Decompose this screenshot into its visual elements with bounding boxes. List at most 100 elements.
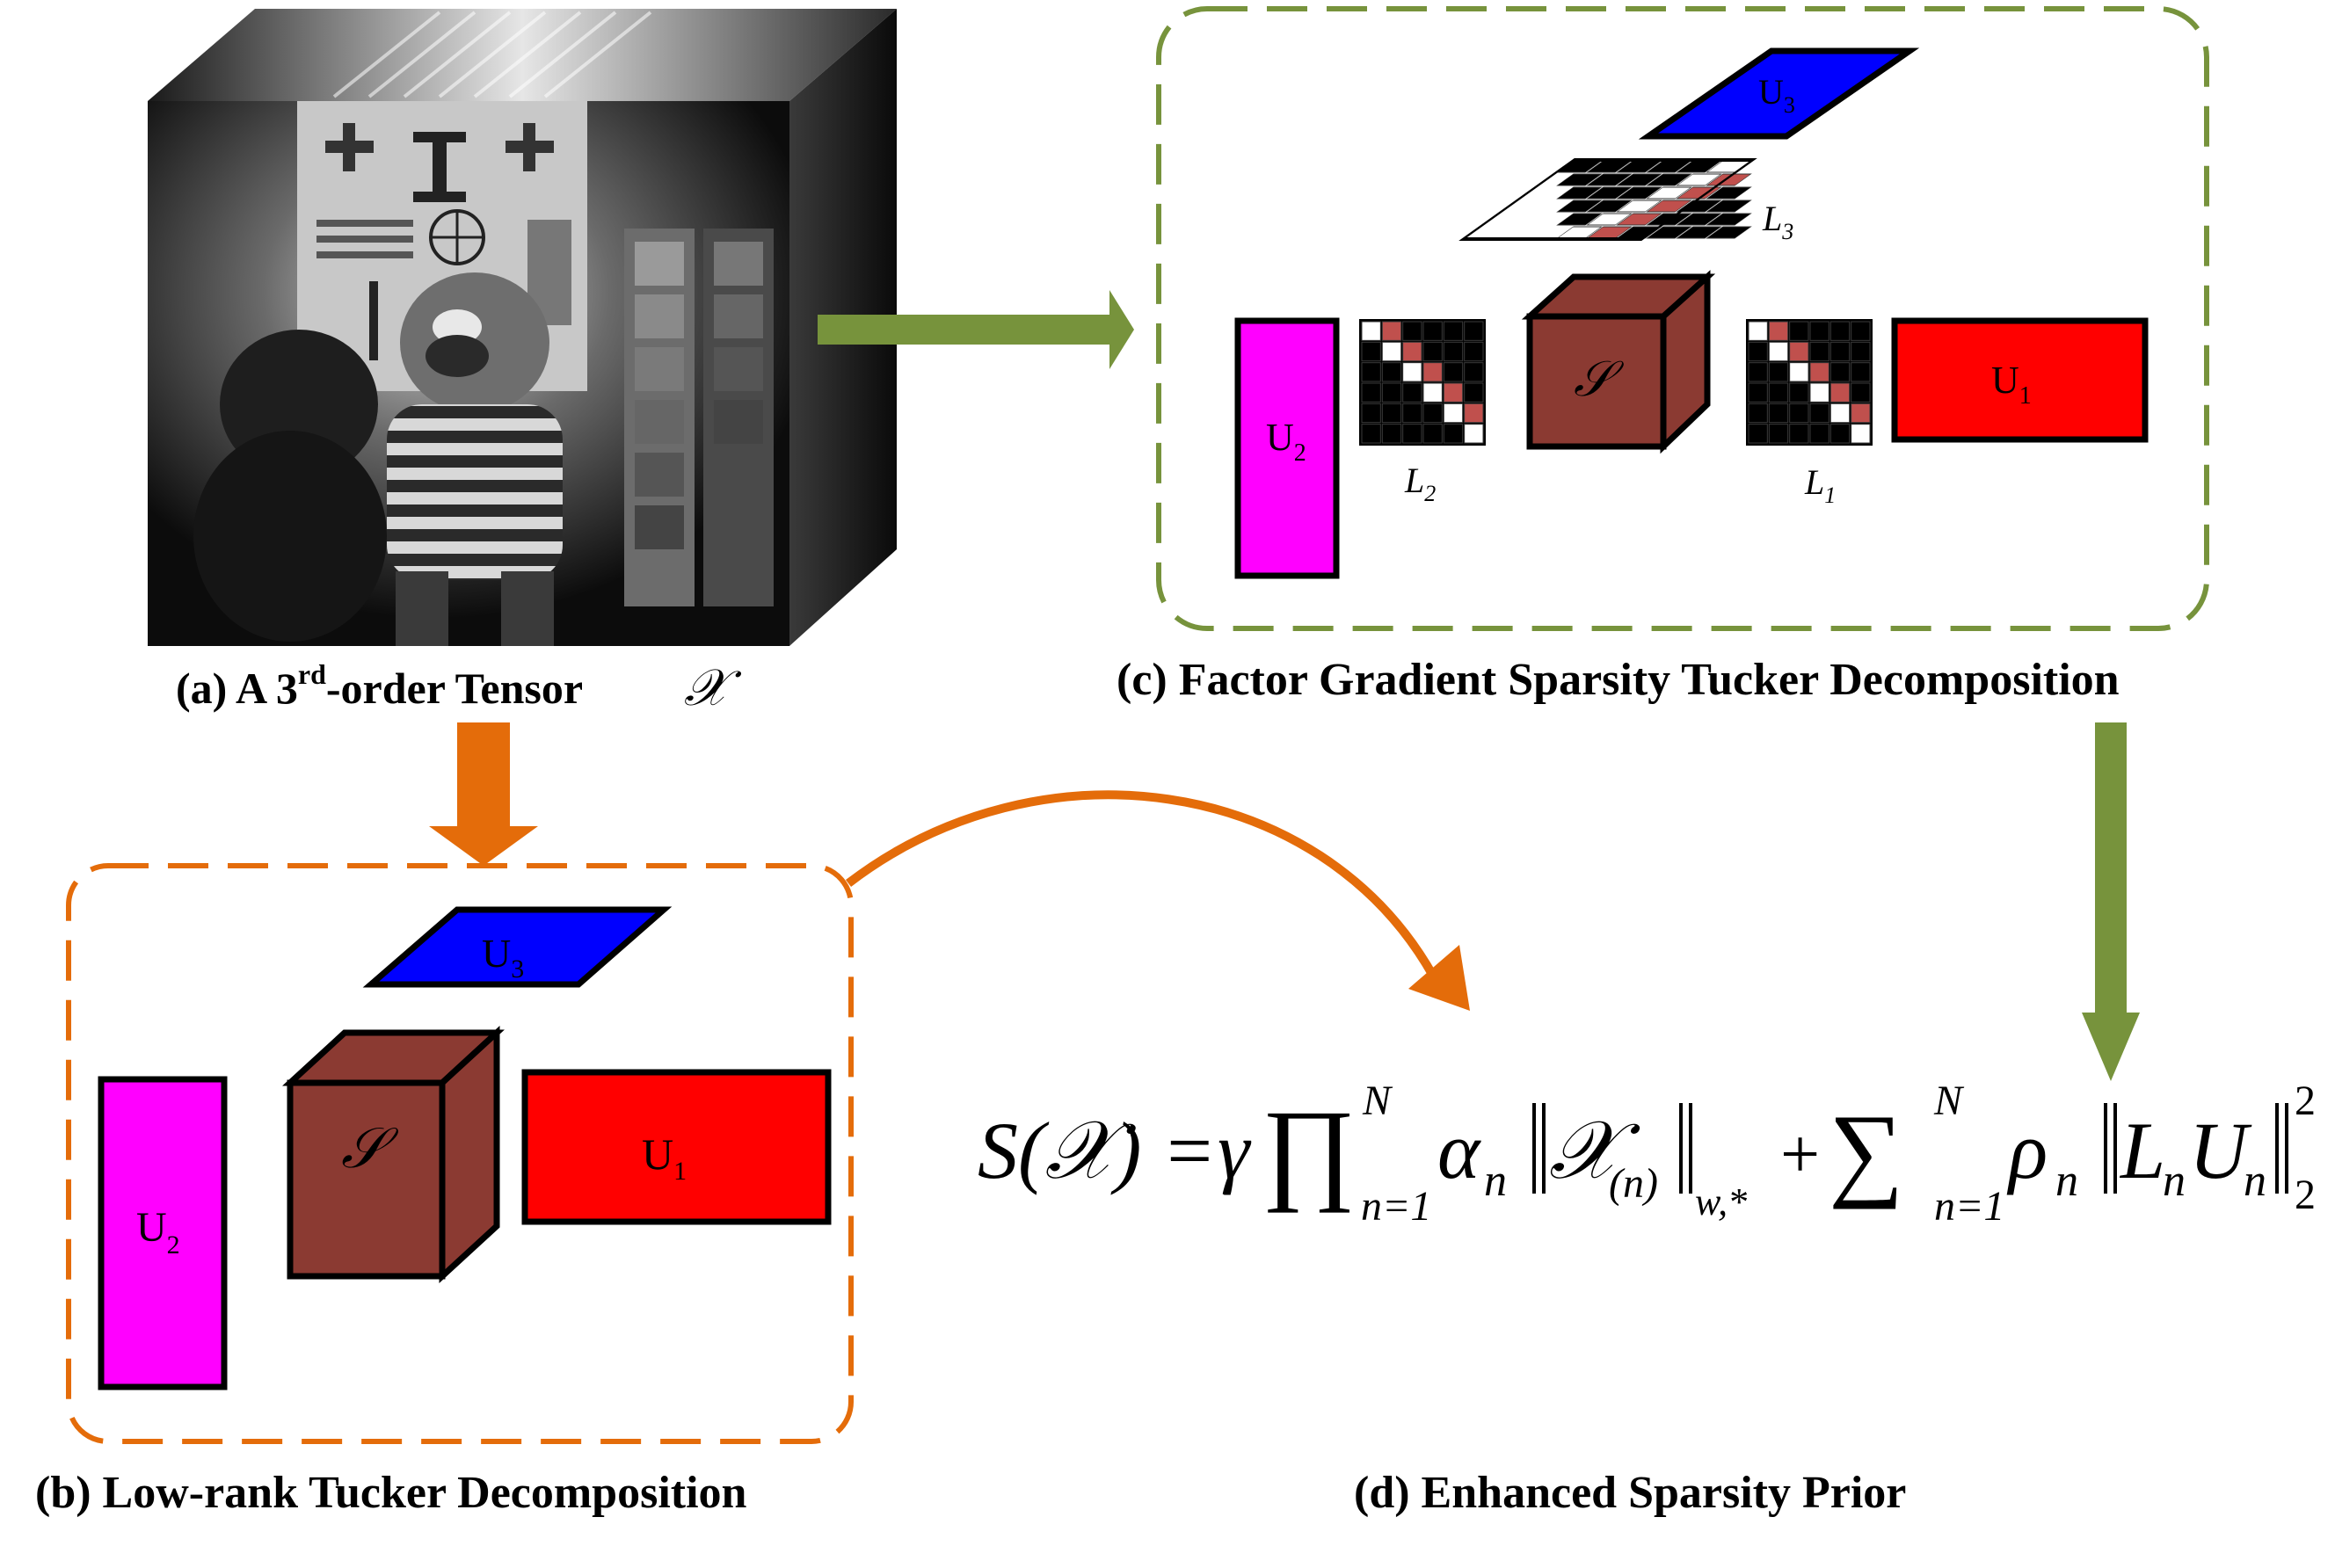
- l3-matrix-cell: [1616, 213, 1662, 226]
- formula-prod-upper: N: [1362, 1078, 1393, 1124]
- l3-matrix-cell: [1556, 213, 1603, 226]
- l1-matrix-cell: [1768, 424, 1789, 444]
- l1-matrix-cell: [1789, 341, 1809, 362]
- l2-matrix-cell: [1361, 341, 1381, 362]
- formula-gamma: γ: [1218, 1106, 1252, 1195]
- l2-matrix-cell: [1422, 321, 1443, 341]
- l3-matrix-cell: [1676, 200, 1722, 213]
- formula-unfold-sub: (n): [1609, 1160, 1658, 1207]
- l1-matrix-cell: [1829, 382, 1851, 403]
- l1-matrix-cell: [1789, 362, 1809, 382]
- l1-matrix-background: [1746, 319, 1873, 446]
- l1-matrix-cell: [1748, 424, 1768, 444]
- l2-matrix-cell: [1402, 362, 1422, 382]
- b-factor-u1-label: U1: [642, 1129, 687, 1186]
- l3-matrix-cell: [1706, 200, 1752, 213]
- caption-c: (c) Factor Gradient Sparsity Tucker Deco…: [1117, 655, 2120, 705]
- l3-matrix-cell: [1556, 186, 1603, 200]
- l3-matrix-cell: [1616, 173, 1662, 186]
- formula-alpha: α: [1437, 1106, 1481, 1195]
- c-gradient-l2-label: L2: [1404, 461, 1436, 506]
- formula-norm-sub: w,*: [1695, 1180, 1747, 1223]
- l3-matrix-cell: [1676, 173, 1722, 186]
- arrow-down-green: [2082, 722, 2140, 1081]
- l3-matrix-cell: [1586, 173, 1633, 186]
- l3-matrix-cell: [1556, 173, 1603, 186]
- tensor-cube: [148, 9, 897, 646]
- l1-matrix-cell: [1748, 341, 1768, 362]
- l2-matrix-cell: [1464, 321, 1484, 341]
- l2-matrix-cell: [1443, 341, 1464, 362]
- l2-matrix-cell: [1402, 424, 1422, 444]
- l1-matrix-cell: [1789, 424, 1809, 444]
- l3-matrix-cell: [1586, 186, 1633, 200]
- l1-matrix-cell: [1851, 382, 1871, 403]
- l3-matrix-cell: [1646, 200, 1692, 213]
- l2-matrix-cell: [1464, 382, 1484, 403]
- l1-matrix-cell: [1809, 341, 1829, 362]
- l2-matrix-cell: [1361, 424, 1381, 444]
- l1-matrix-cell: [1809, 382, 1829, 403]
- cube-top-stripes: [332, 11, 652, 98]
- color-checker: [624, 229, 774, 606]
- l2-matrix-cell: [1402, 382, 1422, 403]
- l2-matrix-cell: [1464, 341, 1484, 362]
- l3-matrix-cell: [1646, 226, 1692, 239]
- arrow-right-green: [818, 290, 1134, 369]
- l2-matrix-cell: [1422, 382, 1443, 403]
- arrow-curved-orange: [845, 790, 1470, 1011]
- c-factor-u1-label: U1: [1991, 359, 2032, 410]
- l2-matrix-cell: [1381, 321, 1402, 341]
- l2-matrix-cell: [1464, 403, 1484, 424]
- formula-sup2: 2: [2295, 1078, 2316, 1124]
- l1-matrix-cell: [1748, 321, 1768, 341]
- formula-sum-upper: N: [1933, 1078, 1965, 1124]
- l2-matrix-cell: [1443, 382, 1464, 403]
- l2-matrix-cell: [1443, 321, 1464, 341]
- b-factor-u3: [362, 906, 673, 988]
- formula-lhs: S(𝒳) =: [978, 1106, 1216, 1195]
- l3-matrix-cell: [1646, 186, 1692, 200]
- l3-matrix-cell: [1616, 186, 1662, 200]
- l1-matrix-cell: [1851, 341, 1871, 362]
- formula-norm1-bars: [1532, 1103, 1692, 1194]
- arrow-down-orange: [429, 722, 538, 866]
- c-factor-u2-label: U2: [1266, 416, 1306, 467]
- l2-matrix-cell: [1381, 362, 1402, 382]
- l2-matrix-cell: [1381, 382, 1402, 403]
- l2-matrix-cell: [1381, 341, 1402, 362]
- l1-matrix-cell: [1851, 321, 1871, 341]
- c-gradient-l2: [1359, 319, 1486, 446]
- l1-matrix-cell: [1789, 403, 1809, 424]
- plush-toys: [193, 272, 563, 646]
- panel-c: U3 L3 U2 L2 𝒮 L1 U1: [1156, 6, 2209, 631]
- formula-product-symbol: ∏: [1262, 1087, 1356, 1214]
- l2-matrix-cell: [1422, 362, 1443, 382]
- c-factor-u3-label: U3: [1758, 72, 1795, 118]
- l3-matrix-cell: [1706, 186, 1752, 200]
- l1-matrix-cell: [1789, 382, 1809, 403]
- l1-matrix-cell: [1768, 341, 1789, 362]
- formula-rho: ρ: [2006, 1106, 2048, 1195]
- l2-matrix-background: [1359, 319, 1486, 446]
- l3-matrix-cell: [1556, 200, 1603, 213]
- formula-sub2: 2: [2295, 1172, 2316, 1218]
- l1-matrix-cell: [1809, 321, 1829, 341]
- formula-U: U: [2189, 1106, 2252, 1195]
- caption-a: (a) A 3rd-order Tensor: [176, 658, 583, 713]
- formula-alpha-sub: n: [1484, 1156, 1507, 1206]
- c-factor-u2: [1234, 317, 1340, 579]
- l1-matrix-cell: [1809, 403, 1829, 424]
- l2-matrix-cell: [1402, 403, 1422, 424]
- l3-matrix-cell: [1706, 173, 1752, 186]
- panel-b: U3 U2 𝒮 U1: [66, 863, 854, 1444]
- l3-matrix-cell: [1586, 200, 1633, 213]
- l3-matrix-cell: [1706, 226, 1752, 239]
- l2-matrix-cell: [1361, 321, 1381, 341]
- l1-matrix-cell: [1789, 321, 1809, 341]
- formula-sum-symbol: ∑: [1829, 1093, 1904, 1209]
- c-gradient-l3-label: L3: [1762, 199, 1793, 244]
- l2-matrix-cell: [1381, 403, 1402, 424]
- l1-matrix-cell: [1829, 341, 1851, 362]
- l2-matrix-cell: [1422, 424, 1443, 444]
